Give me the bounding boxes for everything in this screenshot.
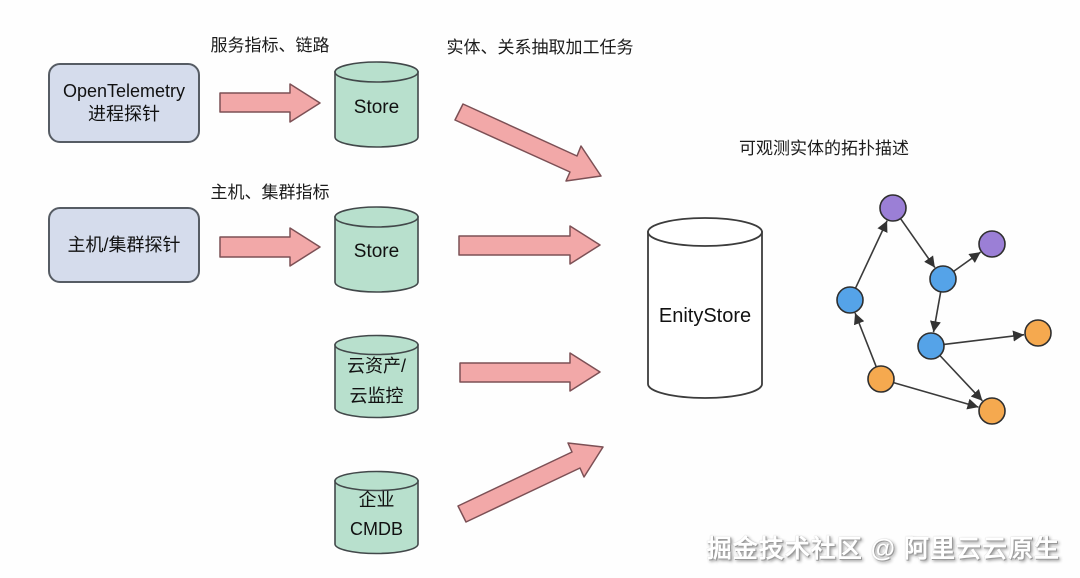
store2-label: Store (353, 241, 400, 262)
host-cluster-probe-box: 主机/集群探针 (48, 207, 200, 283)
entity-store-cylinder (647, 217, 763, 399)
flow-arrow-store2-to-entitystore (458, 225, 601, 265)
cloud-assets-cylinder (334, 334, 419, 419)
cloud-assets-line1: 云资产/ (346, 356, 406, 376)
topology-node-blue (917, 332, 945, 360)
topology-node-orange (867, 365, 895, 393)
topology-title: 可观测实体的拓扑描述 (739, 139, 909, 158)
flow-arrow-otel-to-store (219, 83, 321, 123)
service-metrics-label: 服务指标、链路 (210, 36, 330, 55)
host-metrics-label: 主机、集群指标 (210, 183, 330, 202)
topology-node-orange (1024, 319, 1052, 347)
extract-task-label: 实体、关系抽取加工任务 (446, 38, 634, 57)
store1-cylinder (334, 61, 419, 148)
cmdb-label: 企业 CMDB (330, 486, 423, 544)
topology-graph (836, 194, 1052, 425)
flow-arrow-cmdb-to-entitystore (457, 442, 604, 523)
topology-node-blue (929, 265, 957, 293)
flow-arrow-cloud-to-entitystore (459, 352, 601, 392)
topology-edge (930, 291, 942, 333)
cmdb-cylinder (334, 470, 419, 555)
entity-store-label: EnityStore (658, 305, 752, 327)
cloud-assets-label: 云资产/ 云监控 (330, 351, 423, 411)
host-cluster-probe-label: 主机/集群探针 (67, 234, 181, 255)
opentelemetry-probe-line1: OpenTelemetry (62, 81, 186, 101)
topology-node-purple (879, 194, 907, 222)
cmdb-line2: CMDB (350, 519, 403, 539)
cloud-assets-line2: 云监控 (349, 386, 404, 406)
topology-node-purple (978, 230, 1006, 258)
watermark: 掘金技术社区 @ 阿里云云原生 (706, 535, 1060, 563)
topology-edge (854, 312, 878, 368)
topology-edge (893, 381, 979, 410)
topology-node-orange (978, 397, 1006, 425)
flow-arrow-host-to-store (219, 227, 321, 267)
topology-edge (899, 218, 936, 269)
topology-edge (854, 220, 888, 289)
topology-edge (943, 330, 1025, 346)
opentelemetry-probe-line2: 进程探针 (88, 104, 160, 124)
topology-edge (953, 251, 982, 273)
opentelemetry-probe-box: OpenTelemetry 进程探针 (48, 63, 200, 143)
topology-edge (939, 354, 983, 402)
store1-label: Store (353, 97, 400, 118)
flow-arrow-store1-to-entitystore (454, 103, 602, 182)
topology-node-blue (836, 286, 864, 314)
store2-cylinder (334, 206, 419, 293)
cmdb-line1: 企业 (358, 490, 395, 510)
